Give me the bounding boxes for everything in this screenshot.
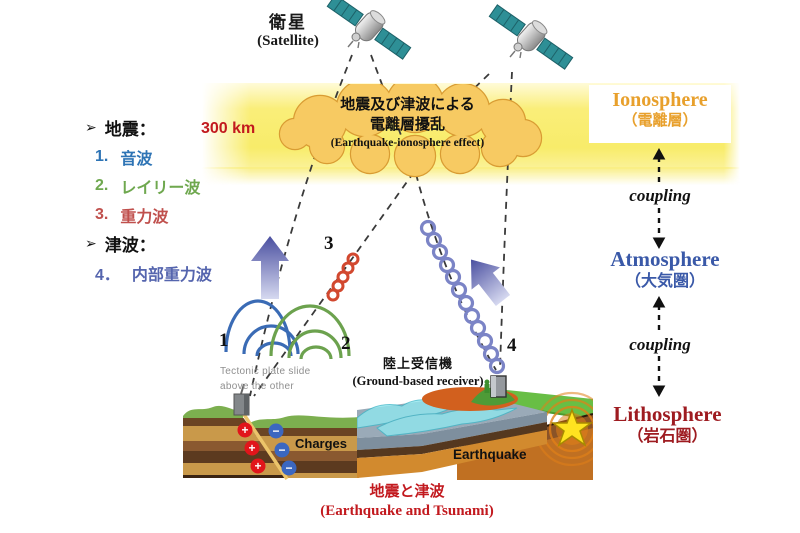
ionosphere-layer-label: Ionosphere （電離層） <box>612 89 708 129</box>
negative-charges: − − − <box>268 423 297 476</box>
wave-number-3: 3 <box>324 233 334 254</box>
wave-legend: ➢ 地震： 1. 音波 2. レイリー波 3. 重力波 ➢ 津波： 4． 内部重… <box>85 113 265 287</box>
cloud-line2: 電離層擾乱 <box>369 116 445 134</box>
earthquake-label: Earthquake <box>453 447 527 462</box>
satellite-label-jp: 衛星 <box>269 13 307 32</box>
ionosphere-band-fade <box>202 167 740 185</box>
tectonic-plate-inset: + + + − − − <box>183 383 359 480</box>
gps-tower <box>233 383 250 416</box>
cloud-line1: 地震及び津波による <box>340 96 475 113</box>
cloud-text: 地震及び津波による 電離層擾乱 (Earthquake-ionosphere e… <box>300 95 515 151</box>
gravity-wave-coil <box>326 252 360 302</box>
earthquake-tsunami-inset <box>357 375 593 480</box>
arrow-bullet-icon: ➢ <box>85 235 97 251</box>
ground-receiver <box>484 375 507 398</box>
coupling-label-lower: coupling <box>629 335 691 354</box>
figure-caption: 地震と津波 (Earthquake and Tsunami) <box>320 483 494 519</box>
charges-label: Charges <box>295 436 348 451</box>
legend-item-gravity: 3. 重力波 <box>95 205 169 226</box>
legend-item-internal-gravity: 4． 内部重力波 <box>95 266 212 284</box>
svg-text:−: − <box>285 461 292 475</box>
svg-text:+: + <box>241 423 248 437</box>
coupling-arrow-lower <box>652 295 666 398</box>
svg-text:+: + <box>254 459 261 473</box>
lithosphere-layer-label: Lithosphere （岩石圏） <box>613 402 722 446</box>
satellite-label: 衛星 (Satellite) <box>238 8 338 50</box>
tectonic-note: Tectonic plate slide above the other <box>220 366 311 392</box>
svg-text:+: + <box>248 441 255 455</box>
wave-number-4: 4 <box>507 335 517 356</box>
ionosphere-disturbance-cloud <box>278 84 543 178</box>
legend-item-acoustic: 1. 音波 <box>95 147 153 168</box>
wave-number-1: 1 <box>219 330 229 351</box>
satellite-icon <box>326 0 412 60</box>
satellite-icon <box>488 4 574 70</box>
positive-charges: + + + <box>237 422 266 474</box>
legend-earthquake-header: ➢ 地震： <box>85 119 156 139</box>
fault-line <box>239 409 289 480</box>
svg-text:−: − <box>272 424 279 438</box>
arrow-bullet-icon: ➢ <box>85 119 97 135</box>
ionosphere-label-box <box>589 85 731 143</box>
svg-text:−: − <box>278 443 285 457</box>
rayleigh-wave-arcs <box>269 304 351 360</box>
atmosphere-layer-label: Atmosphere （大気圏） <box>610 247 720 291</box>
satellite-label-en: (Satellite) <box>257 33 319 49</box>
acoustic-wave-arcs <box>224 299 300 357</box>
coupling-label-upper: coupling <box>629 186 691 205</box>
legend-tsunami-header: ➢ 津波： <box>85 235 156 255</box>
internal-gravity-wave-coil <box>419 219 506 375</box>
receiver-label: 陸上受信機 (Ground-based receiver) <box>352 356 484 388</box>
coupling-arrow-upper <box>652 147 666 250</box>
upward-arrow <box>251 236 289 299</box>
upward-arrow-tilted <box>470 259 511 307</box>
wave-number-2: 2 <box>341 333 351 354</box>
legend-item-rayleigh: 2. レイリー波 <box>95 176 201 197</box>
altitude-label: 300 km <box>201 120 256 137</box>
cloud-line3: (Earthquake-ionosphere effect) <box>330 136 485 149</box>
